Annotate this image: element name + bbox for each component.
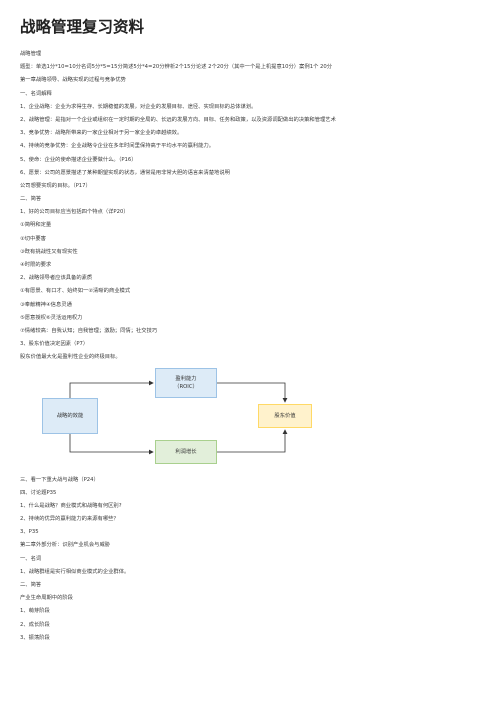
text-line: 6、愿景：公司的愿景描述了某种期望实现的状态，通常是用非常大胆的语言来清楚地说明	[20, 169, 230, 176]
text-line: ③奉献精神④信息灵通	[20, 301, 72, 308]
text-line: 5、使命：企业的使命描述企业要做什么。（P16）	[20, 156, 137, 163]
shareholder-value-diagram: 战略的效能 盈利能力 （ROIC） 利润增长 股东价值	[42, 367, 342, 468]
text-line: 一、名词解释	[20, 90, 52, 97]
shareholder-value-box: 股东价值	[258, 403, 312, 428]
diagram-arrows	[69, 380, 288, 454]
text-line: 1、企业战略：企业为求得生存、长期稳健的发展，对企业的发展目标、途径、实现目标的…	[20, 103, 257, 110]
roic-label: （ROIC）	[174, 383, 198, 390]
arrow-to-profitability	[69, 380, 154, 398]
text-line: 二、简答	[20, 196, 42, 203]
text-line: 一、名词	[20, 555, 42, 562]
text-line: 战略管理	[20, 51, 42, 57]
text-line: 二、简答	[20, 582, 42, 588]
arrow-to-shareholder-value-top	[217, 382, 288, 403]
text-line: ⑤愿意授权⑥灵活运用权力	[20, 314, 83, 321]
text-line: 三、看一下重大战与战略（P24）	[20, 476, 99, 483]
text-line: 2、战略管理：是指对一个企业或组织在一定时期的全局的、长远的发展方向、目标、任务…	[20, 116, 336, 123]
text-line: ②切中要害	[20, 235, 46, 242]
text-line: ⑦情绪较高：自我认知；自我管理；激励；同情；社交技巧	[20, 327, 158, 334]
text-block-top: 战略管理 题型：单选1分*10=10分名词5分*5=15分简述5分*4=20分辨…	[20, 51, 484, 361]
shareholder-value-label: 股东价值	[274, 412, 296, 419]
arrow-to-shareholder-value-bottom	[217, 428, 288, 452]
text-line: ③既有挑战性又有现实性	[20, 248, 78, 255]
text-line: 四、讨论题P35	[20, 489, 57, 496]
text-line: ①有愿景、有口才、始终如一②清晰的商业模式	[20, 288, 131, 295]
text-line: 1、萌芽阶段	[20, 608, 50, 615]
document-title: 战略管理复习资料	[20, 18, 145, 36]
text-line: 2、持续的优异的赢利能力的来源有哪些？	[20, 516, 119, 523]
text-line: 2、战略领导者应该具备的素质	[20, 275, 93, 282]
text-block-bottom: 三、看一下重大战与战略（P24） 四、讨论题P35 1、什么是战略？商业模式和战…	[20, 477, 484, 642]
text-line: 4、持续的竞争优势：企业战略令企业在多年时间里保持高于平均水平的赢利能力。	[20, 143, 215, 150]
text-line: 题型：单选1分*10=10分名词5分*5=15分简述5分*4=20分辨析2个15…	[20, 64, 333, 71]
text-line: 第二章外部分析：识别产业机会与威胁	[20, 542, 111, 549]
text-line: 1、什么是战略？商业模式和战略有何区别?	[20, 502, 122, 509]
text-line: 2、成长阶段	[20, 621, 50, 628]
text-line: 产业生命周期中的阶段	[20, 595, 73, 602]
strategy-effectiveness-box: 战略的效能	[42, 397, 98, 434]
text-line: 3、P35	[20, 529, 39, 536]
text-line: 第一章战略领导、战略实现的过程与竞争优势	[20, 77, 126, 84]
profitability-label: 盈利能力	[175, 375, 197, 382]
text-line: 股东价值最大化是盈利性企业的终极目标。	[20, 354, 121, 361]
profit-growth-label: 利润增长	[175, 448, 197, 455]
text-line: 3、股东价值决定因素（P7）	[20, 341, 89, 348]
text-line: ①简明和定量	[20, 222, 52, 229]
profitability-box: 盈利能力 （ROIC）	[155, 367, 217, 398]
text-line: 公司想要实现的目标。（P17）	[20, 182, 91, 189]
text-line: ④时限的要求	[20, 262, 52, 268]
text-line: 3、竞争优势：战略所带来的一家企业相对于另一家企业的卓越绩效。	[20, 130, 183, 137]
arrow-to-profit-growth	[69, 433, 154, 454]
text-line: 1、好的公司目标应当包括四个特点（详P20）	[20, 209, 129, 216]
strategy-effectiveness-label: 战略的效能	[56, 412, 84, 419]
profit-growth-box: 利润增长	[155, 439, 217, 464]
text-line: 3、振荡阶段	[20, 634, 50, 641]
text-line: 1、战略群组是实行相似商业模式的企业群体。	[20, 568, 130, 575]
